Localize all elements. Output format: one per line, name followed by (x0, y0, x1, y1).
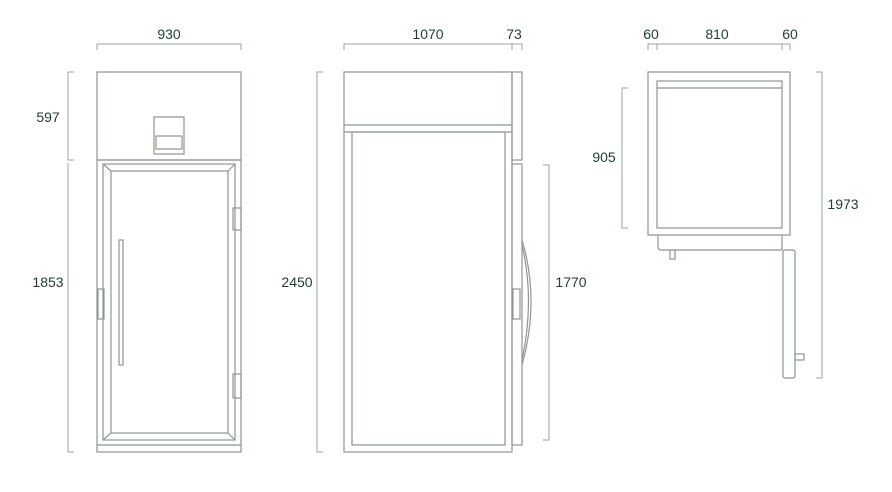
hinge-bottom (232, 373, 242, 399)
dim-side-total-height: 2450 (281, 274, 313, 290)
dim-side-depth: 1070 (412, 26, 444, 42)
dim-top-inner-width: 810 (705, 26, 729, 42)
dim-top-wall-right: 60 (782, 26, 798, 42)
dim-front-top-height: 597 (36, 109, 60, 125)
door-handle (118, 239, 124, 366)
dim-side-door-thickness: 73 (506, 26, 522, 42)
side-view (316, 43, 550, 453)
door (102, 163, 236, 441)
glass (110, 170, 229, 434)
dim-front-door-height: 1853 (32, 274, 64, 290)
front-view (67, 43, 242, 453)
dim-top-door-swing: 1973 (827, 196, 859, 212)
dim-top-wall-left: 60 (643, 26, 659, 42)
top-view (621, 43, 823, 379)
hinge-top (232, 207, 242, 231)
control-panel (153, 116, 185, 155)
dim-top-depth: 905 (592, 149, 616, 165)
dim-front-width: 930 (157, 26, 181, 42)
dim-side-door-height: 1770 (555, 274, 587, 290)
latch (97, 288, 105, 320)
